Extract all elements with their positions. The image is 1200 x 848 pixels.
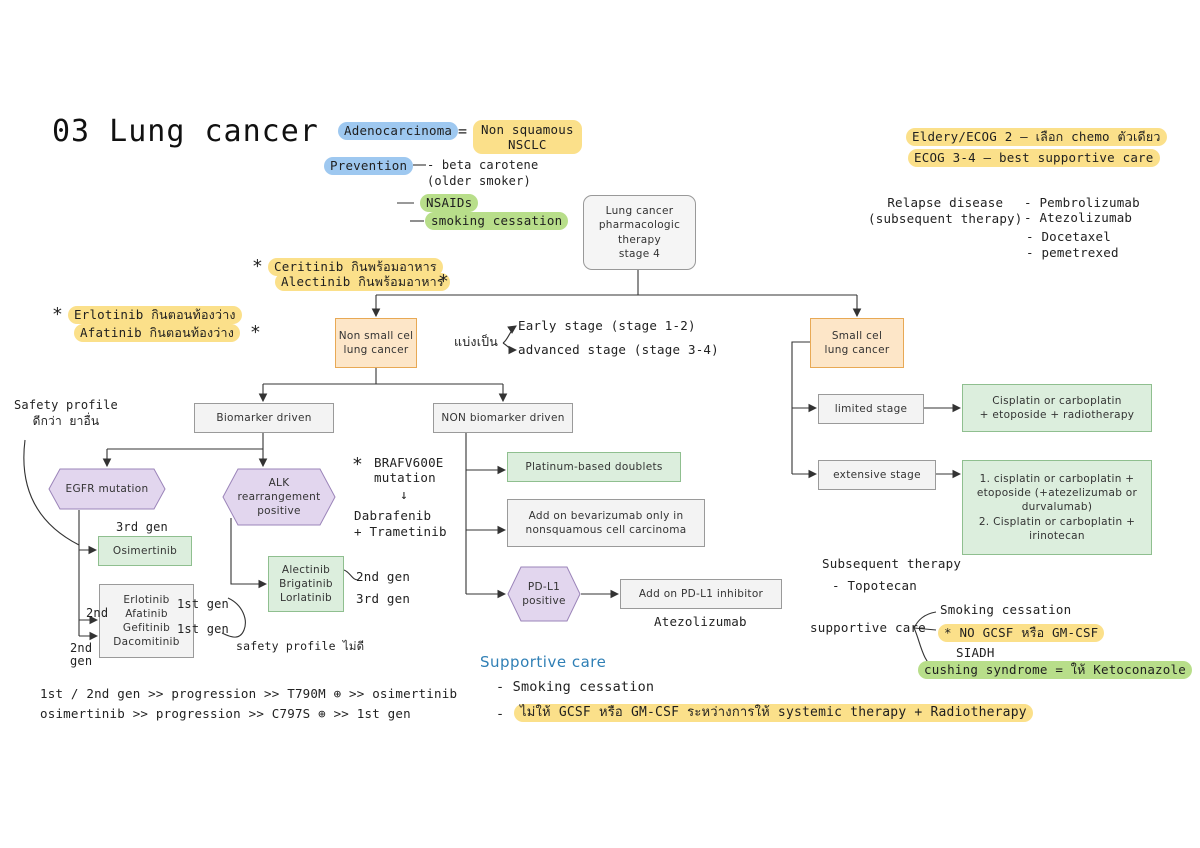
first-gen-label-b: 1st gen [177,622,229,636]
pdl1-inhibitor-node: Add on PD-L1 inhibitor [620,579,782,609]
star-mark: * [52,304,64,325]
osimertinib-node: Osimertinib [98,536,192,566]
adenocarcinoma-label: Adenocarcinoma [338,122,459,140]
subsequent-therapy-label: Subsequent therapy [822,556,962,571]
topotecan-label: - Topotecan [832,578,917,593]
alk-second-gen-label: 2nd gen [356,569,411,584]
afatinib-note: Afatinib กินตอนท้องว่าง [74,324,241,342]
supportive-no-gcsf-note: ไม่ให้ GCSF หรือ GM-CSF ระหว่างการให้ sy… [514,704,1033,723]
third-gen-label: 3rd gen [116,520,168,534]
alectinib-note: Alectinib กินพร้อมอาหาร [275,273,450,291]
stage-split-label: แบ่งเป็น [454,334,499,349]
relapse-drug-atezolizumab: - Atezolizumab [1024,210,1133,225]
non-biomarker-driven-node: NON biomarker driven [433,403,573,433]
sc-cushing-syndrome: cushing syndrome = ให้ Ketoconazole [918,661,1192,679]
first-gen-label-a: 1st gen [177,597,229,611]
limited-stage-treatment-node: Cisplatin or carboplatin + etoposide + r… [962,384,1152,432]
prevention-nsaids: NSAIDs [420,194,479,212]
second-gen-label-b: 2nd gen [70,641,93,668]
ceritinib-note: Ceritinib กินพร้อมอาหาร [268,258,443,276]
prevention-beta-carotene: - beta carotene (older smoker) [427,158,539,188]
nsclc-node: Non small cel lung cancer [335,318,417,368]
prevention-label: Prevention [324,157,414,175]
braf-arrow: ↓ [400,488,409,503]
safety-profile-better-note: Safety profile ดีกว่า ยาอื่น [14,398,118,428]
prevention-smoking-cessation: smoking cessation [425,212,569,230]
biomarker-driven-node: Biomarker driven [194,403,334,433]
page-title: 03 Lung cancer [52,114,319,149]
non-squamous-nsclc-label: Non squamous NSCLC [473,120,582,154]
hexagon-shape [222,468,336,526]
supportive-smoking-cessation: - Smoking cessation [496,679,655,695]
relapse-drug-pemetrexed: - pemetrexed [1026,245,1119,260]
extensive-stage-treatment-node: 1. cisplatin or carboplatin + etoposide … [962,460,1152,555]
star-mark: * [250,322,262,343]
alk-rearrangement-node: ALK rearrangement positive [222,468,336,526]
relapse-disease-label: Relapse disease (subsequent therapy) [868,195,1023,227]
early-stage-label: Early stage (stage 1-2) [518,318,696,333]
limited-stage-node: limited stage [818,394,924,424]
platinum-doublets-node: Platinum-based doublets [507,452,681,482]
root-node-lung-cancer-therapy: Lung cancer pharmacologic therapy stage … [583,195,696,270]
supportive-care-heading: Supportive care [480,653,607,671]
relapse-drug-pembrolizumab: - Pembrolizumab [1024,195,1140,210]
sc-no-gcsf: * NO GCSF หรือ GM-CSF [938,624,1105,642]
sc-siadh: SIADH [956,645,995,660]
relapse-drug-docetaxel: - Docetaxel [1026,229,1111,244]
hexagon-shape [48,468,166,510]
star-mark: * [352,454,364,475]
alk-third-gen-label: 3rd gen [356,591,411,606]
erlotinib-note: Erlotinib กินตอนท้องว่าง [68,306,242,324]
sclc-node: Small cel lung cancer [810,318,904,368]
pdl1-positive-node: PD-L1 positive [507,566,581,622]
safety-profile-poor-note: safety profile ไม่ดี [236,639,365,653]
alk-rearrangement-label: ALK rearrangement positive [237,476,321,518]
extensive-stage-node: extensive stage [818,460,936,490]
dabrafenib-trametinib-label: Dabrafenib + Trametinib [354,508,447,540]
dash-mark: - [496,706,505,722]
elderly-ecog2-note: Eldery/ECOG 2 — เลือก chemo ตัวเดียว [906,128,1167,146]
alk-drugs-node: Alectinib Brigatinib Lorlatinib [268,556,344,612]
equals-sign: = [458,122,468,140]
egfr-mutation-label: EGFR mutation [65,482,149,495]
c797s-progression-note: osimertinib >> progression >> C797S ⊕ >>… [40,706,411,721]
t790m-progression-note: 1st / 2nd gen >> progression >> T790M ⊕ … [40,686,458,701]
egfr-mutation-node: EGFR mutation [48,468,166,510]
advanced-stage-label: advanced stage (stage 3-4) [518,342,719,357]
sc-smoking-cessation: Smoking cessation [940,602,1072,617]
pdl1-positive-label: PD-L1 positive [522,580,566,607]
star-mark: * [252,256,264,277]
star-mark: * [438,271,450,292]
supportive-care-right-label: supportive care [810,620,926,635]
braf-mutation-label: BRAFV600E mutation [374,455,444,485]
second-gen-label: 2nd [86,606,109,620]
bevacizumab-node: Add on bevarizumab only in nonsquamous c… [507,499,705,547]
atezolizumab-label: Atezolizumab [654,614,747,629]
hexagon-shape [507,566,581,622]
egfr-first-second-gen-drugs-node: Erlotinib Afatinib Gefitinib Dacomitinib [99,584,194,658]
ecog34-note: ECOG 3-4 — best supportive care [908,149,1160,167]
